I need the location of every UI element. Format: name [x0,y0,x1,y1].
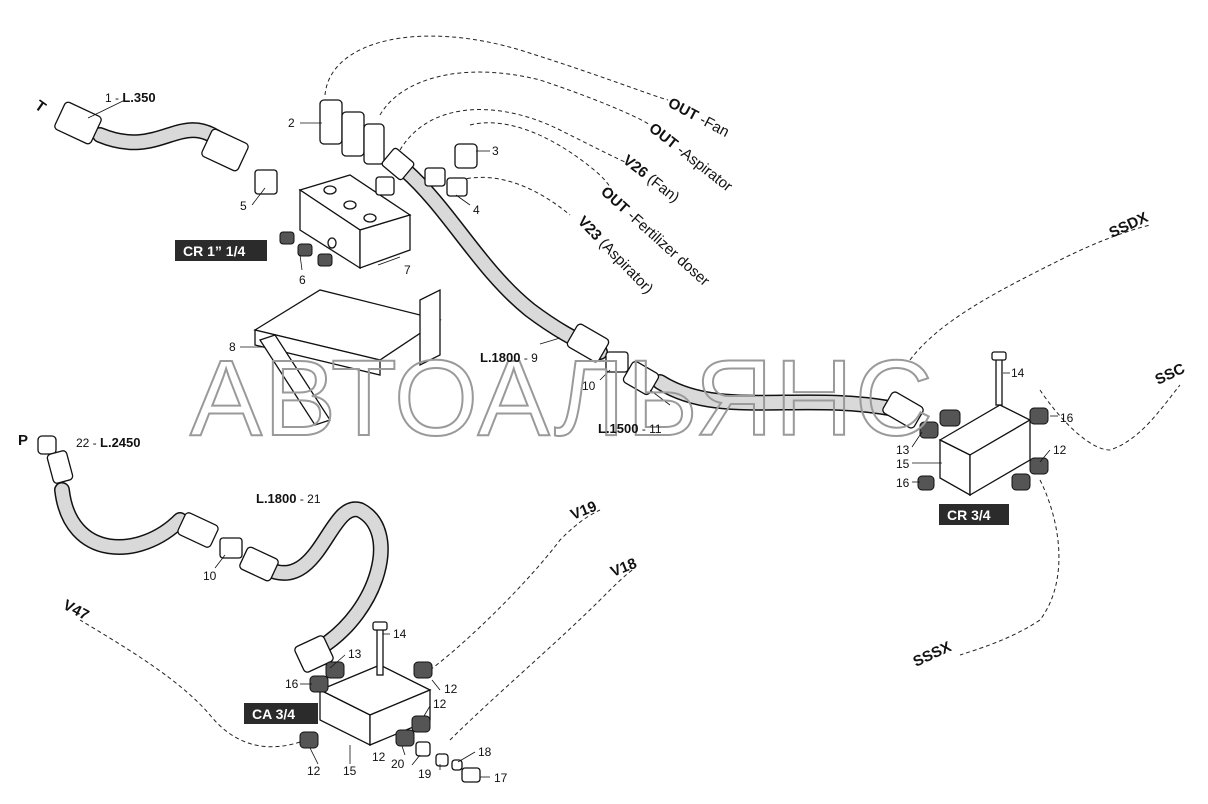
hose-22 [54,482,188,555]
port-t-label: T [32,97,49,116]
hose-21-label: L.1800 - 21 [256,491,321,506]
output-out-fertilizer-doser: OUT -Fertilizer doser [597,183,712,289]
callout-16b: 16 [896,476,910,490]
callouts: 2 3 4 5 6 7 8 10 14 16 13 15 16 12 10 14… [203,116,1074,785]
fittings-3-4 [375,143,478,197]
manifold-top-2 [319,99,385,165]
callout-5: 5 [240,199,247,213]
watermark: АВТОАЛЬЯНС [190,337,935,458]
bracket-8 [253,288,442,426]
callout-15a: 15 [896,457,910,471]
line-v19-label: V19 [568,498,599,524]
callout-14b: 14 [393,627,407,641]
callout-4: 4 [473,203,480,217]
tag-cr-1-1-4: CR 1” 1/4 [175,240,267,261]
hose-1 [92,122,228,151]
line-ssdx-label: SSDX [1107,209,1151,242]
callout-2: 2 [288,116,295,130]
line-v47-label: V47 [60,597,92,625]
hose-9-label: L.1800 - 9 [480,350,538,365]
callout-16a: 16 [1060,411,1074,425]
callout-7: 7 [404,263,411,277]
tag-cr-3-4-label: CR 3/4 [947,507,991,523]
valve-block-cr-1-1-4 [298,174,412,270]
callout-10b: 10 [203,569,217,583]
callout-17: 17 [494,771,508,785]
callout-19: 19 [418,767,432,781]
hose-11-label: L.1500 - 11 [598,421,662,436]
fitting-p [37,435,74,484]
port-p-label: P [18,432,28,449]
tag-ca-3-4-label: CA 3/4 [252,706,295,722]
tag-cr-3-4: CR 3/4 [939,504,1009,525]
callout-14a: 14 [1011,366,1025,380]
callout-12c: 12 [433,697,447,711]
dashed-lines [79,35,1181,748]
callout-3: 3 [492,144,499,158]
tag-cr-1-1-4-label: CR 1” 1/4 [183,243,245,259]
callout-15b: 15 [343,764,357,778]
callout-18: 18 [478,745,492,759]
callout-8: 8 [229,340,236,354]
line-sssx-label: SSSX [911,638,954,670]
callout-12d: 12 [307,764,321,778]
callout-20: 20 [391,757,405,771]
valve-block-ca-3-4 [299,621,481,783]
callout-10a: 10 [582,379,596,393]
tag-ca-3-4: CA 3/4 [244,703,318,724]
output-v26-fan: V26 (Fan) [620,152,683,206]
hose-ends-21-22 [177,512,334,673]
line-v18-label: V18 [608,555,639,581]
callout-6: 6 [299,273,306,287]
hose-22-label: 22 - L.2450 [76,435,141,450]
callout-13a: 13 [896,443,910,457]
callout-12b: 12 [444,682,458,696]
callout-16c: 16 [285,677,299,691]
hose-1-label: 1 - L.350 [105,90,156,105]
hose-21 [262,501,389,656]
callout-13b: 13 [348,647,362,661]
fitting-t [54,101,278,195]
line-ssc-label: SSC [1153,360,1188,389]
plugs-6 [279,231,333,267]
leader-lines [87,99,1058,778]
callout-12a: 12 [1053,443,1067,457]
valve-block-cr-3-4 [917,351,1049,497]
callout-12e: 12 [372,750,386,764]
hose-ends-9-11 [566,323,924,429]
